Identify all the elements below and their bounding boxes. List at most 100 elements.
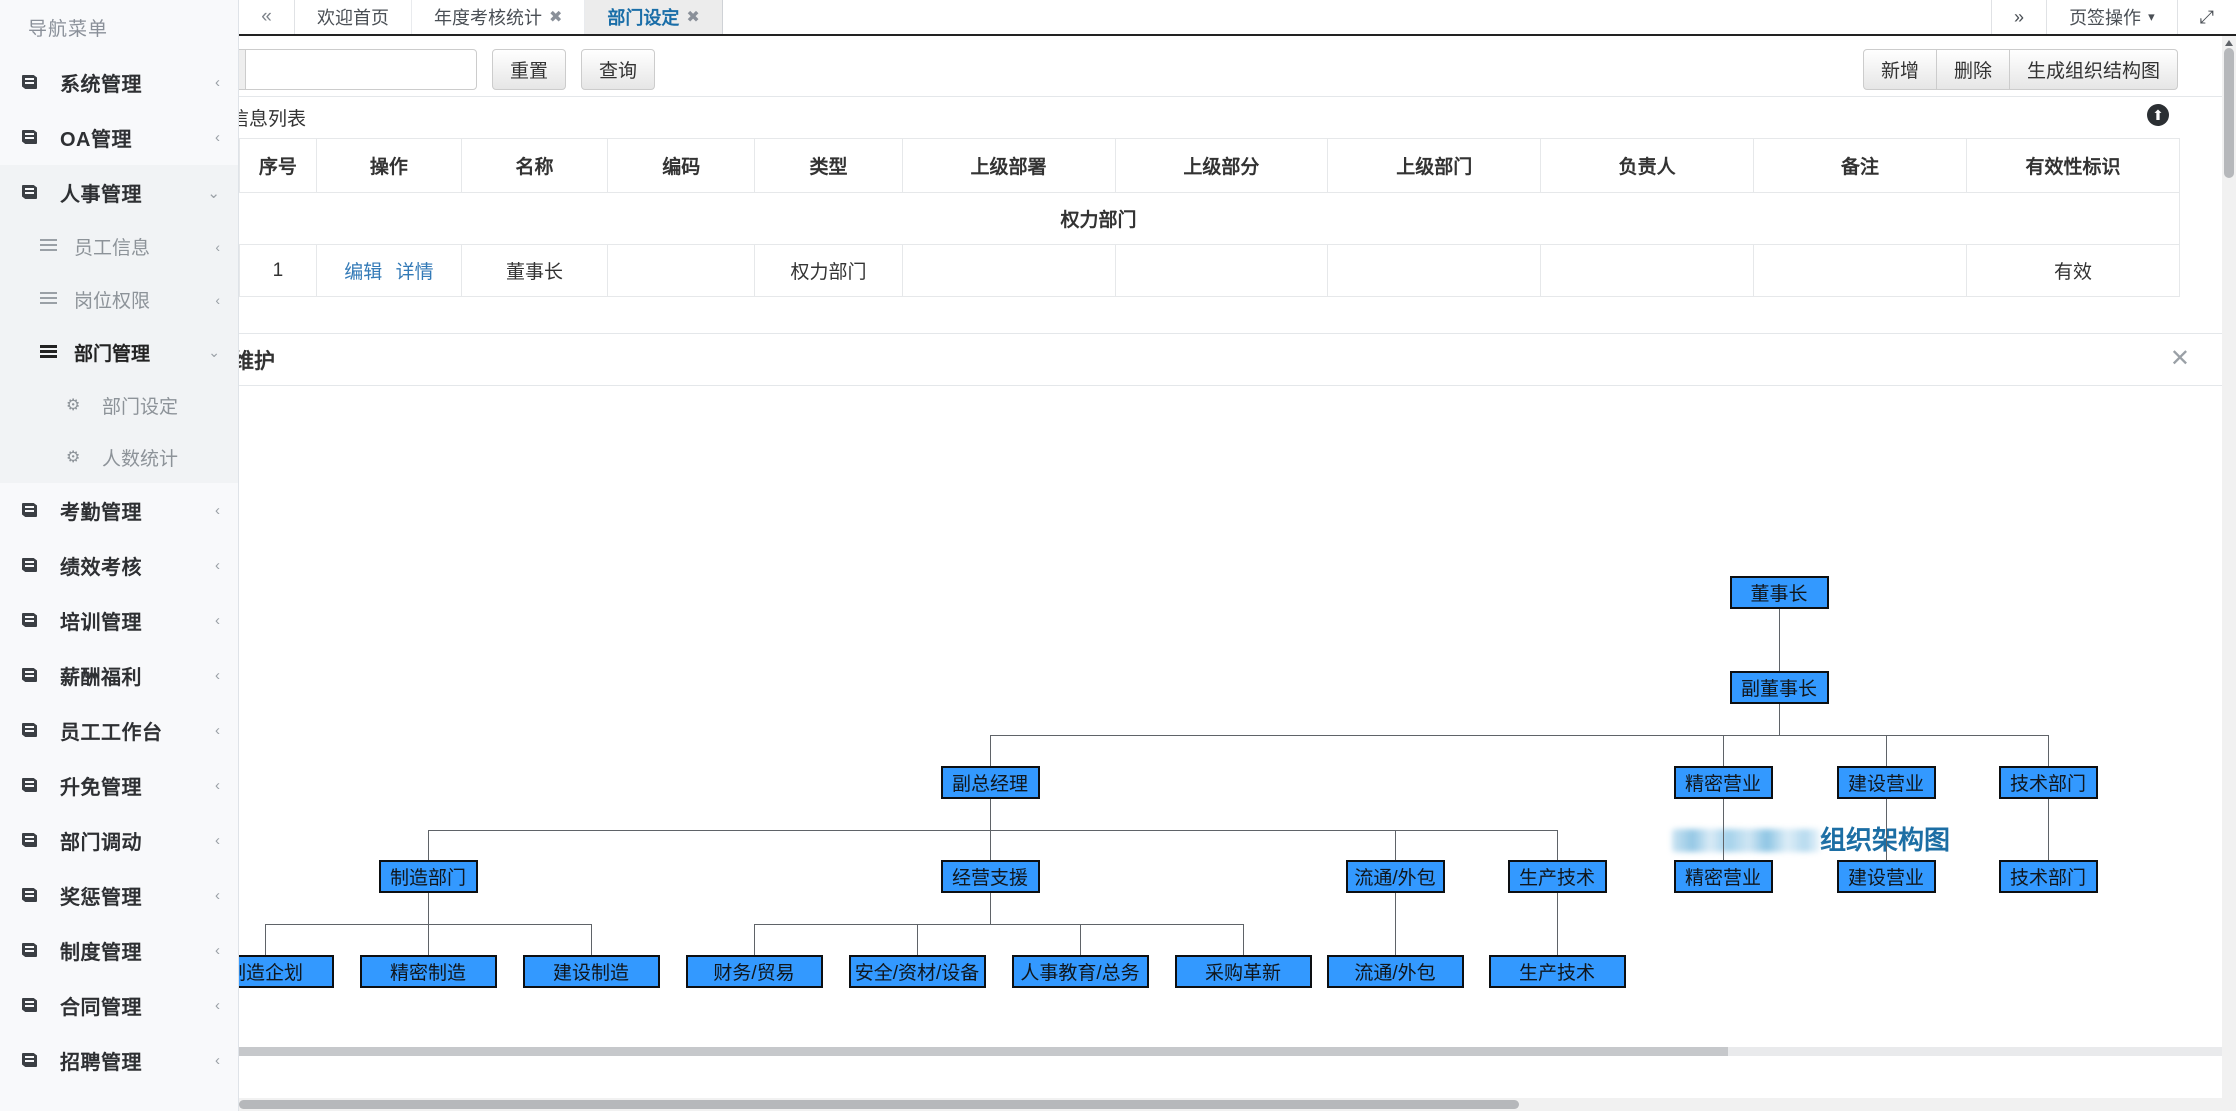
chevron-down-icon: ▾ xyxy=(2148,9,2155,25)
org-node-精密营业[interactable]: 精密营业 xyxy=(1674,766,1773,799)
sidebar-item-label: 升免管理 xyxy=(48,771,215,800)
table-group-row: 权力部门 xyxy=(0,193,2180,245)
sidebar-item-员工工作台[interactable]: 员工工作台‹ xyxy=(0,703,238,758)
page-operations-menu[interactable]: 页签操作 ▾ xyxy=(2046,0,2177,34)
tab-label: 部门设定 xyxy=(607,4,679,30)
tab-bar-spacer xyxy=(723,0,1991,34)
sidebar-item-OA管理[interactable]: OA管理‹ xyxy=(0,110,238,165)
collapse-up-icon[interactable]: ⬆ xyxy=(2147,104,2169,126)
org-node-流通-外包[interactable]: 流通/外包 xyxy=(1346,860,1445,893)
org-node-技术部门[interactable]: 技术部门 xyxy=(1999,860,2098,893)
sidebar-subitem2-部门设定[interactable]: ⚙部门设定 xyxy=(0,379,238,431)
sidebar-item-培训管理[interactable]: 培训管理‹ xyxy=(0,593,238,648)
sidebar-item-奖惩管理[interactable]: 奖惩管理‹ xyxy=(0,868,238,923)
sidebar-subitem-员工信息[interactable]: 员工信息‹ xyxy=(0,220,238,273)
detail-link[interactable]: 详情 xyxy=(396,262,434,283)
sidebar-item-招聘管理[interactable]: 招聘管理‹ xyxy=(0,1033,238,1088)
vertical-scroll-thumb[interactable] xyxy=(2224,48,2234,178)
book-icon xyxy=(22,558,48,573)
org-connector xyxy=(1557,924,1558,955)
sidebar-subitem2-label: 部门设定 xyxy=(88,392,178,419)
add-button[interactable]: 新增 xyxy=(1863,49,1937,90)
tab-close-icon[interactable]: ✖ xyxy=(686,7,699,27)
sidebar-item-合同管理[interactable]: 合同管理‹ xyxy=(0,978,238,1033)
tab-department-setup[interactable]: 部门设定 ✖ xyxy=(585,0,722,34)
sidebar-item-薪酬福利[interactable]: 薪酬福利‹ xyxy=(0,648,238,703)
org-chart-canvas: 组织架构图 董事长副董事长副总经理精密营业建设营业技术部门制造部门经营支援流通/… xyxy=(0,386,2222,1106)
org-node-生产技术[interactable]: 生产技术 xyxy=(1508,860,1607,893)
sidebar-item-系统管理[interactable]: 系统管理‹ xyxy=(0,55,238,110)
generate-org-chart-button[interactable]: 生成组织结构图 xyxy=(2009,49,2178,90)
org-node-生产技术[interactable]: 生产技术 xyxy=(1489,955,1626,988)
book-icon xyxy=(22,778,48,793)
chevron-left-icon: ‹ xyxy=(215,667,220,684)
sidebar-item-label: 绩效考核 xyxy=(48,551,215,580)
org-node-精密制造[interactable]: 精密制造 xyxy=(360,955,497,988)
org-node-制造部门[interactable]: 制造部门 xyxy=(379,860,478,893)
org-node-建设营业[interactable]: 建设营业 xyxy=(1837,860,1936,893)
sidebar-item-升免管理[interactable]: 升免管理‹ xyxy=(0,758,238,813)
tab-welcome[interactable]: 欢迎首页 xyxy=(295,0,412,34)
org-panel-header: 息维护 ✕ xyxy=(0,333,2222,386)
org-canvas-hscroll-thumb[interactable] xyxy=(168,1047,1728,1056)
sidebar-item-部门调动[interactable]: 部门调动‹ xyxy=(0,813,238,868)
sidebar-item-label: OA管理 xyxy=(48,123,215,152)
book-icon xyxy=(22,888,48,903)
sidebar-item-人事管理[interactable]: 人事管理⌄ xyxy=(0,165,238,220)
sidebar-item-绩效考核[interactable]: 绩效考核‹ xyxy=(0,538,238,593)
chevron-left-icon: ‹ xyxy=(215,129,220,146)
sidebar-top-group: 系统管理‹OA管理‹人事管理⌄ xyxy=(0,55,238,220)
sidebar-subitem-岗位权限[interactable]: 岗位权限‹ xyxy=(0,273,238,326)
book-icon xyxy=(22,668,48,683)
org-node-副董事长[interactable]: 副董事长 xyxy=(1730,671,1829,704)
reset-button[interactable]: 重置 xyxy=(492,49,566,90)
row-parent-part xyxy=(1115,245,1328,297)
edit-link[interactable]: 编辑 xyxy=(344,262,382,283)
sidebar-item-label: 制度管理 xyxy=(48,936,215,965)
org-canvas-hscrollbar[interactable] xyxy=(168,1047,2222,1056)
horizontal-scroll-thumb[interactable] xyxy=(239,1100,1519,1109)
fullscreen-icon[interactable]: ⤢ xyxy=(2177,0,2236,34)
sidebar-subitem-部门管理[interactable]: 部门管理⌄ xyxy=(0,326,238,379)
org-node-经营支援[interactable]: 经营支援 xyxy=(941,860,1040,893)
sidebar-item-label: 薪酬福利 xyxy=(48,661,215,690)
tabs-scroll-left-icon[interactable]: « xyxy=(239,0,295,34)
org-node-财务-贸易[interactable]: 财务/贸易 xyxy=(686,955,823,988)
gears-icon: ⚙ xyxy=(66,395,88,415)
delete-button[interactable]: 删除 xyxy=(1936,49,2010,90)
org-node-人事教育-总务[interactable]: 人事教育/总务 xyxy=(1012,955,1149,988)
page-horizontal-scrollbar[interactable] xyxy=(239,1098,2222,1111)
query-button[interactable]: 查询 xyxy=(581,49,655,90)
org-node-董事长[interactable]: 董事长 xyxy=(1730,576,1829,609)
search-input[interactable] xyxy=(245,49,477,90)
close-icon[interactable]: ✕ xyxy=(2170,348,2190,370)
sidebar-item-制度管理[interactable]: 制度管理‹ xyxy=(0,923,238,978)
col-name: 名称 xyxy=(461,139,607,193)
org-node-建设营业[interactable]: 建设营业 xyxy=(1837,766,1936,799)
org-node-采购革新[interactable]: 采购革新 xyxy=(1175,955,1312,988)
org-node-流通-外包[interactable]: 流通/外包 xyxy=(1327,955,1464,988)
tab-annual-review-stats[interactable]: 年度考核统计 ✖ xyxy=(412,0,585,34)
spacer xyxy=(566,49,581,90)
table-row[interactable]: 1 编辑 详情 董事长 权力部门 有效 xyxy=(0,245,2180,297)
col-code: 编码 xyxy=(608,139,755,193)
sidebar-subitem2-人数统计[interactable]: ⚙人数统计 xyxy=(0,431,238,483)
sidebar-item-label: 员工工作台 xyxy=(48,716,215,745)
org-node-建设制造[interactable]: 建设制造 xyxy=(523,955,660,988)
tab-close-icon[interactable]: ✖ xyxy=(549,7,562,27)
org-node-副总经理[interactable]: 副总经理 xyxy=(941,766,1040,799)
org-connector xyxy=(990,799,991,830)
scroll-up-icon[interactable] xyxy=(2225,40,2233,46)
org-node-技术部门[interactable]: 技术部门 xyxy=(1999,766,2098,799)
page-vertical-scrollbar[interactable] xyxy=(2222,36,2236,1111)
org-connector xyxy=(1886,735,1887,766)
row-parent-dept xyxy=(1328,245,1541,297)
row-type: 权力部门 xyxy=(755,245,902,297)
row-valid-flag: 有效 xyxy=(1967,245,2180,297)
tabs-scroll-right-icon[interactable]: » xyxy=(1991,0,2046,34)
sidebar-item-label: 招聘管理 xyxy=(48,1046,215,1075)
sidebar-item-label: 系统管理 xyxy=(48,68,215,97)
sidebar-item-考勤管理[interactable]: 考勤管理‹ xyxy=(0,483,238,538)
org-node-安全-资材-设备[interactable]: 安全/资材/设备 xyxy=(849,955,986,988)
org-node-精密营业[interactable]: 精密营业 xyxy=(1674,860,1773,893)
